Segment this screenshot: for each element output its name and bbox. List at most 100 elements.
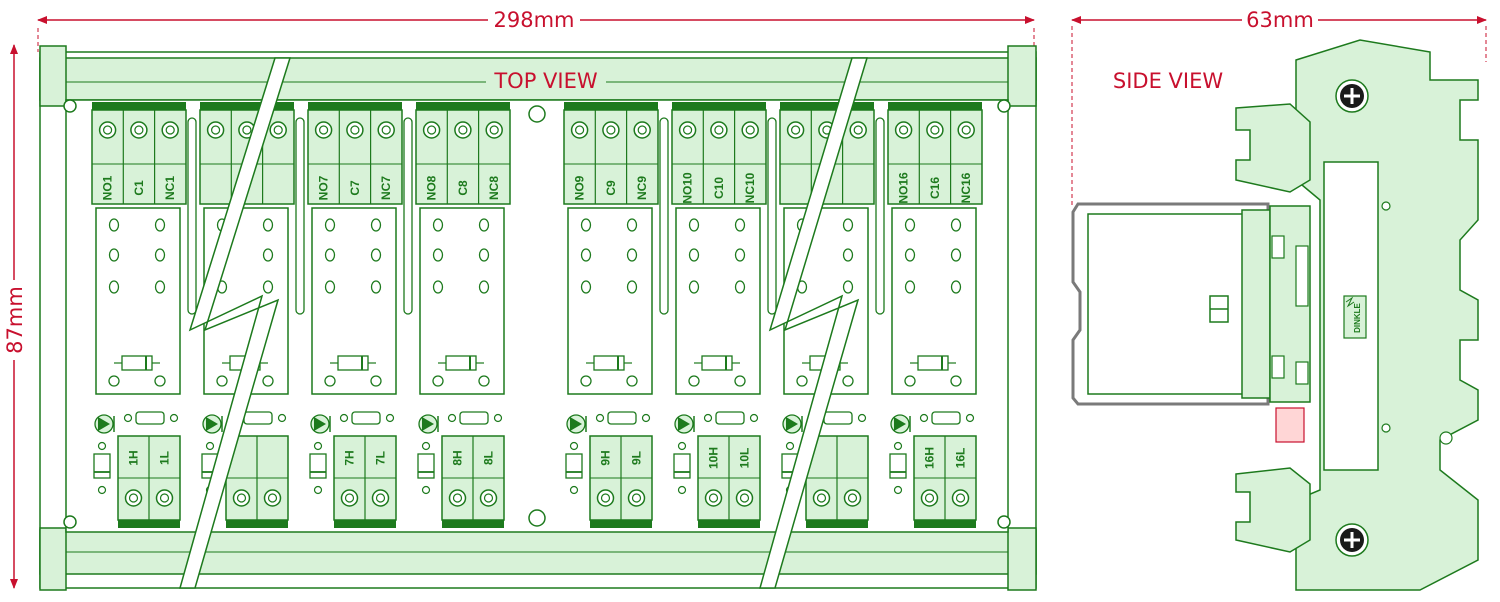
screw-hole	[843, 489, 862, 507]
screw-bottom	[1335, 523, 1369, 557]
terminal-label: 8H	[451, 450, 465, 465]
terminal-label: NC7	[379, 176, 393, 200]
terminal-label: NC10	[743, 172, 757, 203]
end-clip-top-right	[1007, 45, 1037, 107]
screw-hole	[920, 489, 939, 507]
brand-label: DINKLE	[1353, 302, 1362, 332]
screw-hole	[951, 489, 970, 507]
end-clip-bottom-left	[39, 527, 67, 591]
mount-hole	[997, 515, 1011, 529]
diode	[445, 355, 477, 371]
screw-hole	[633, 121, 651, 139]
screw-hole	[627, 489, 646, 507]
top-view-label: TOP VIEW	[493, 69, 598, 93]
screw-hole	[678, 121, 697, 139]
resistor	[135, 411, 165, 425]
side-view: SIDE VIEW DINKLE	[1071, 39, 1479, 591]
screw-hole	[570, 121, 589, 139]
screw-hole	[735, 489, 754, 507]
terminal-label: NC9	[635, 176, 649, 200]
terminal-block-cap	[672, 102, 766, 110]
terminal-label: C8	[456, 180, 470, 196]
screw-hole	[894, 121, 913, 139]
screw-hole	[314, 121, 333, 139]
terminal-block-cap	[308, 102, 402, 110]
mount-hole	[63, 99, 77, 113]
screw-hole	[98, 121, 117, 139]
width-dimension: 298mm	[37, 8, 1035, 52]
isolation-slot	[659, 117, 669, 315]
break-line-left	[179, 57, 292, 589]
terminal-label: 1H	[127, 450, 141, 465]
terminal-label: NC8	[487, 176, 501, 200]
input-diode	[565, 453, 583, 479]
isolation-slot	[403, 117, 413, 315]
terminal-block-cap	[888, 102, 982, 110]
resistor	[243, 411, 273, 425]
terminal-label: 7L	[374, 451, 388, 465]
terminal-label: NO9	[573, 175, 587, 200]
end-clip-bottom-right	[1007, 527, 1037, 591]
height-dimension-label: 87mm	[3, 286, 27, 354]
terminal-block-cap	[416, 102, 510, 110]
screw-hole	[454, 121, 472, 139]
relay-body-side	[1071, 202, 1270, 406]
depth-dimension: 63mm	[1071, 8, 1487, 205]
screw-hole	[479, 489, 498, 507]
screw-hole	[710, 121, 728, 139]
terminal-label: NC1	[163, 176, 177, 200]
isolation-slot	[875, 117, 885, 315]
screw-hole	[786, 121, 805, 139]
screw-hole	[371, 489, 390, 507]
diode	[917, 355, 949, 371]
input-diode	[889, 453, 907, 479]
mount-hole	[997, 99, 1011, 113]
terminal-block-cap	[564, 102, 658, 110]
terminal-label: 1L	[158, 451, 172, 465]
terminal-label: C10	[712, 177, 726, 199]
terminal-label: NO1	[101, 175, 115, 200]
screw-hole	[704, 489, 723, 507]
screw-hole	[346, 121, 364, 139]
screw-hole	[422, 121, 441, 139]
terminal-label: C7	[348, 180, 362, 196]
terminal-label: 9H	[599, 450, 613, 465]
screw-hole	[448, 489, 467, 507]
input-diode	[417, 453, 435, 479]
side-view-label: SIDE VIEW	[1113, 69, 1223, 93]
terminal-label: NO8	[425, 175, 439, 200]
input-diode	[673, 453, 691, 479]
terminal-label: 7H	[343, 450, 357, 465]
input-diode	[93, 453, 111, 479]
screw-hole	[263, 489, 282, 507]
resistor	[823, 411, 853, 425]
screw-hole	[206, 121, 225, 139]
diode	[593, 355, 625, 371]
terminal-label: NC16	[959, 172, 973, 203]
terminal-label: 16H	[923, 447, 937, 469]
terminal-label: C1	[132, 180, 146, 196]
screw-hole	[232, 489, 251, 507]
terminal-block-cap	[92, 102, 186, 110]
terminal-side-top	[1235, 103, 1311, 193]
isolation-slot	[767, 117, 777, 315]
terminal-label: 10H	[707, 447, 721, 469]
mount-hole	[63, 515, 77, 529]
terminal-label: 10L	[738, 448, 752, 469]
terminal-block-cap	[780, 102, 874, 110]
mount-hole	[528, 509, 546, 527]
resistor	[459, 411, 489, 425]
terminal-side-bottom	[1235, 467, 1311, 553]
isolation-slot	[187, 117, 197, 315]
break-line-right	[759, 57, 869, 589]
screw-hole	[269, 121, 287, 139]
resistor	[715, 411, 745, 425]
